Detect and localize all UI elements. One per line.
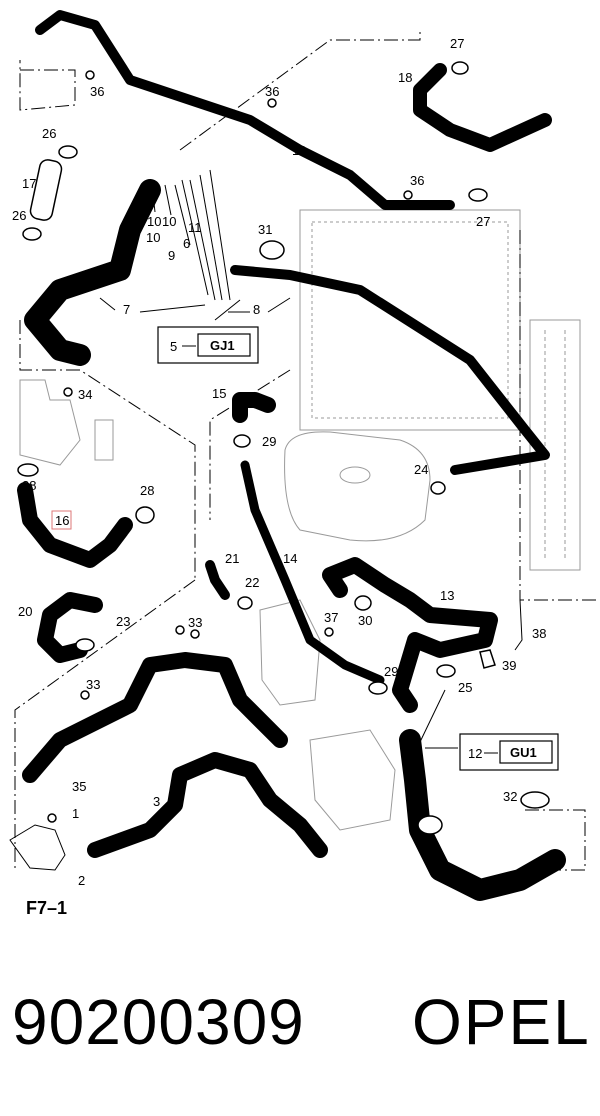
- hose-14-pipe: [240, 460, 385, 685]
- callout-1: 1: [72, 806, 79, 821]
- callout-18: 18: [398, 70, 412, 85]
- callout-box-gu1: 12 GU1: [459, 733, 559, 771]
- callout-36c: 36: [410, 173, 424, 188]
- sensor-38: [514, 599, 523, 651]
- code-gu1: GU1: [510, 745, 537, 760]
- callout-15: 15: [212, 386, 226, 401]
- leader-lines: [99, 169, 458, 749]
- callout-30: 30: [358, 613, 372, 628]
- callout-26b: 26: [12, 208, 26, 223]
- callout-31: 31: [258, 222, 272, 237]
- callout-box-gj1: 5 GJ1: [157, 326, 259, 364]
- coolant-reservoir-outline: [284, 431, 431, 542]
- sensor-1: [9, 824, 66, 871]
- hose-main-upper: [24, 179, 161, 366]
- figure-reference: F7–1: [26, 898, 68, 918]
- callout-28b: 28: [140, 483, 154, 498]
- callout-26a: 26: [42, 126, 56, 141]
- callout-36a: 36: [90, 84, 104, 99]
- callout-20: 20: [18, 604, 32, 619]
- callout-32: 32: [503, 789, 517, 804]
- callout-34: 34: [78, 387, 92, 402]
- hose-19-pipe: [35, 10, 455, 210]
- callout-8: 8: [253, 302, 260, 317]
- highlight-16: [51, 510, 72, 530]
- callout-24: 24: [414, 462, 428, 477]
- cooling-hose-diagram: 5 GJ1 12 GU1 36 36 36 27 27 18 19 26 26 …: [9, 10, 600, 901]
- callout-19: 19: [292, 143, 306, 158]
- hose-18: [413, 63, 552, 152]
- hose-16: [17, 482, 133, 568]
- callout-14: 14: [283, 551, 297, 566]
- radiator-outline: [299, 209, 581, 571]
- hose-13: [322, 557, 498, 713]
- bracket-21: [205, 560, 230, 600]
- callout-6: 6: [183, 236, 190, 251]
- callout-29a: 29: [262, 434, 276, 449]
- callout-21: 21: [225, 551, 239, 566]
- callout-35: 35: [72, 779, 86, 794]
- hose-17: [29, 159, 63, 221]
- callout-33b: 33: [86, 677, 100, 692]
- washer-pump-outline: [19, 379, 114, 466]
- callout-36b: 36: [265, 84, 279, 99]
- bolts: [47, 70, 496, 823]
- callout-28a: 28: [22, 478, 36, 493]
- callout-38: 38: [532, 626, 546, 641]
- hose-12-lower: [399, 729, 566, 901]
- callout-labels: 36 36 36 27 27 18 19 26 26 17 31 10 10 1…: [12, 36, 546, 888]
- brand-name: OPEL: [412, 986, 591, 1058]
- callout-27a: 27: [450, 36, 464, 51]
- clamps: [17, 61, 550, 835]
- callout-3: 3: [153, 794, 160, 809]
- callout-10a: 10: [147, 214, 161, 229]
- callout-29b: 29: [384, 664, 398, 679]
- callout-39: 39: [502, 658, 516, 673]
- pipe-3: [87, 752, 328, 858]
- callout-22: 22: [245, 575, 259, 590]
- callout-23: 23: [116, 614, 130, 629]
- callout-9: 9: [168, 248, 175, 263]
- callout-5: 5: [170, 339, 177, 354]
- callout-17: 17: [22, 176, 36, 191]
- callout-7: 7: [123, 302, 130, 317]
- hose-20: [37, 592, 103, 663]
- callout-13: 13: [440, 588, 454, 603]
- callout-11: 11: [188, 220, 202, 235]
- callout-10c: 10: [146, 230, 160, 245]
- code-gj1: GJ1: [210, 338, 235, 353]
- water-pump-outline: [259, 599, 396, 831]
- callout-2: 2: [78, 873, 85, 888]
- hose-8-pipe: [230, 265, 550, 475]
- callout-16: 16: [55, 513, 69, 528]
- callout-33a: 33: [188, 615, 202, 630]
- callout-25: 25: [458, 680, 472, 695]
- pipe-4: [22, 652, 288, 783]
- part-number: 90200309: [12, 986, 305, 1058]
- callout-27b: 27: [476, 214, 490, 229]
- callout-4: 4: [126, 688, 133, 703]
- callout-10b: 10: [162, 214, 176, 229]
- callout-12: 12: [468, 746, 482, 761]
- callout-37: 37: [324, 610, 338, 625]
- hose-15: [232, 392, 276, 423]
